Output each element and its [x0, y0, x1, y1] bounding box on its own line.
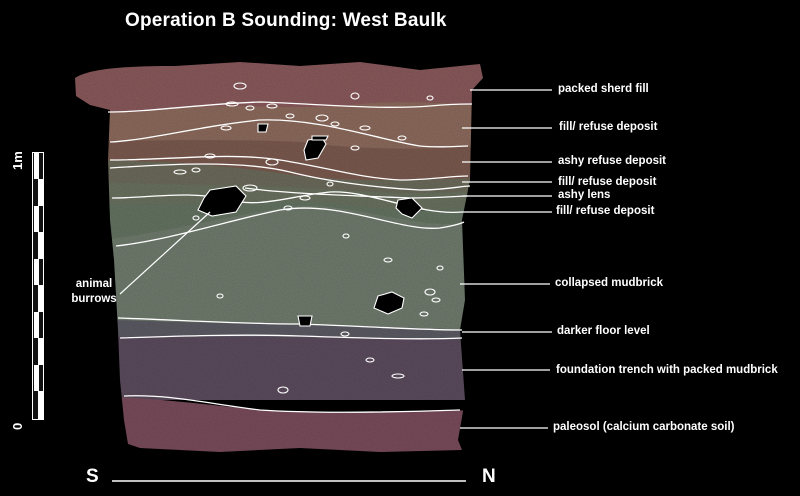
burrow-shape: [311, 135, 329, 141]
diagram-title: Operation B Sounding: West Baulk: [125, 10, 447, 31]
boundary-line: [109, 155, 469, 181]
burrow-label-line2: burrows: [71, 293, 117, 305]
label-collapsed-mudbrick: collapsed mudbrick: [555, 277, 664, 289]
burrow-pointer: [119, 211, 211, 295]
boundary-line: [107, 101, 473, 113]
burrow-label: animal burrows: [64, 277, 124, 307]
boundary-line: [109, 119, 469, 148]
burrow-shape: [257, 123, 269, 133]
animal-burrows: [197, 123, 423, 327]
boundary-line: [109, 163, 471, 191]
label-fill-refuse-2: fill/ refuse deposit: [558, 176, 657, 188]
layer-foundation-trench: [75, 336, 480, 400]
boundary-line: [115, 207, 465, 247]
burrow-shape: [197, 185, 247, 217]
label-foundation-trench: foundation trench with packed mudbrick: [556, 364, 778, 376]
layer-paleosol: [75, 395, 480, 452]
scale-bar: [32, 152, 44, 420]
label-ashy-lens: ashy lens: [558, 189, 611, 201]
south-label: S: [86, 466, 99, 487]
north-label: N: [482, 466, 496, 487]
leader-lines: [460, 89, 552, 429]
sherd-inclusions: [173, 82, 444, 394]
label-packed-sherd-fill: packed sherd fill: [558, 83, 649, 95]
burrow-shape: [395, 197, 423, 219]
label-darker-floor: darker floor level: [557, 325, 650, 337]
section-profile: [75, 62, 483, 452]
boundary-line: [119, 334, 463, 340]
label-fill-refuse-3: fill/ refuse deposit: [556, 205, 655, 217]
scale-top-label: 1m: [10, 151, 25, 170]
boundary-line: [123, 395, 461, 413]
scale-bottom-label: 0: [10, 422, 25, 430]
label-fill-refuse-1: fill/ refuse deposit: [559, 121, 658, 133]
label-ashy-refuse: ashy refuse deposit: [558, 155, 667, 167]
boundary-line: [244, 187, 469, 199]
burrow-label-line1: animal: [75, 278, 113, 290]
label-paleosol: paleosol (calcium carbonate soil): [553, 421, 735, 433]
burrow-shape: [297, 315, 313, 327]
burrow-shape: [373, 291, 405, 315]
layer-ashy-lens: [75, 180, 480, 210]
layer-boundaries: [107, 101, 473, 413]
